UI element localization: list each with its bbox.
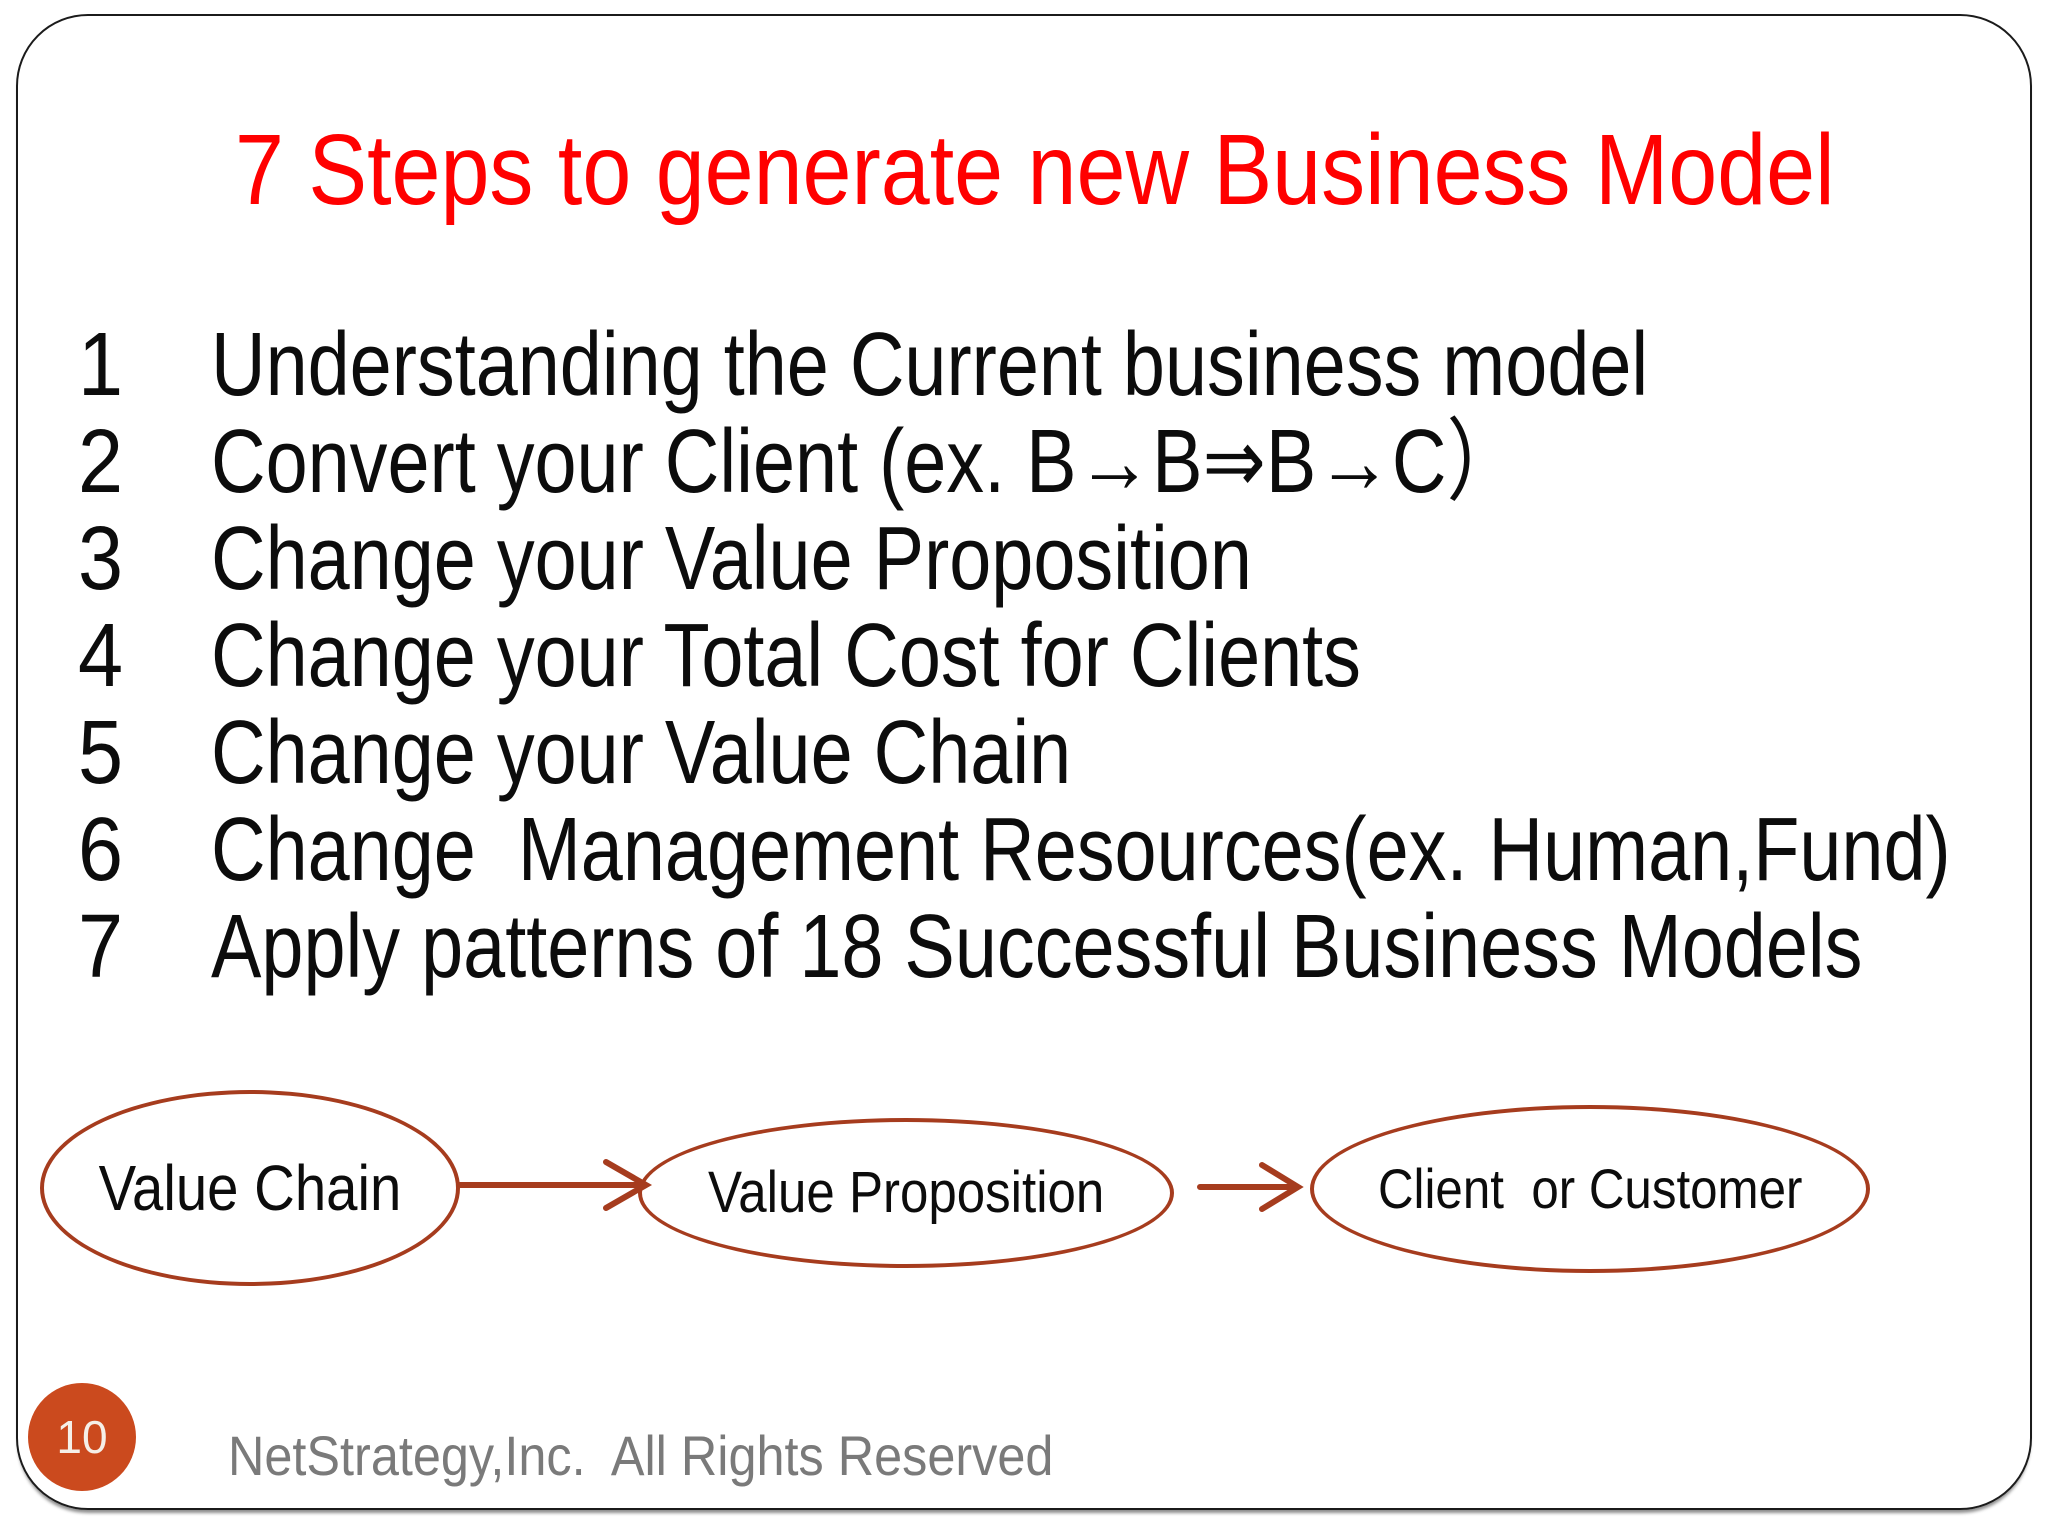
step-number: 7 xyxy=(78,897,124,997)
step-text: Change Management Resources(ex. Human,Fu… xyxy=(211,800,1951,900)
step-number: 2 xyxy=(78,412,124,512)
step-text: Change your Total Cost for Clients xyxy=(211,606,1361,706)
copyright-text: NetStrategy,Inc. All Rights Reserved xyxy=(228,1424,1054,1487)
list-item: 4 Change your Total Cost for Clients xyxy=(78,611,2048,708)
list-item: 1 Understanding the Current business mod… xyxy=(78,320,2048,417)
step-text: Understanding the Current business model xyxy=(211,315,1649,415)
page-number: 10 xyxy=(56,1411,108,1463)
step-number: 4 xyxy=(78,606,124,706)
list-item: 6 Change Management Resources(ex. Human,… xyxy=(78,805,2048,902)
list-item: 5 Change your Value Chain xyxy=(78,708,2048,805)
step-text: Change your Value Chain xyxy=(211,703,1072,803)
step-text: Convert your Client (ex. B→B⇒B→C） xyxy=(211,412,1523,512)
step-text: Apply patterns of 18 Successful Business… xyxy=(211,897,1863,997)
page-number-badge: 10 xyxy=(28,1383,136,1491)
list-item: 3 Change your Value Proposition xyxy=(78,514,2048,611)
step-number: 3 xyxy=(78,509,124,609)
step-number: 6 xyxy=(78,800,124,900)
step-number: 1 xyxy=(78,315,124,415)
list-item: 7 Apply patterns of 18 Successful Busine… xyxy=(78,902,2048,999)
step-text: Change your Value Proposition xyxy=(211,509,1252,609)
list-item: 2 Convert your Client (ex. B→B⇒B→C） xyxy=(78,417,2048,514)
step-number: 5 xyxy=(78,703,124,803)
slide-border xyxy=(16,14,2032,1510)
page-title: 7 Steps to generate new Business Model xyxy=(235,114,1835,226)
steps-list: 1 Understanding the Current business mod… xyxy=(78,320,2048,999)
